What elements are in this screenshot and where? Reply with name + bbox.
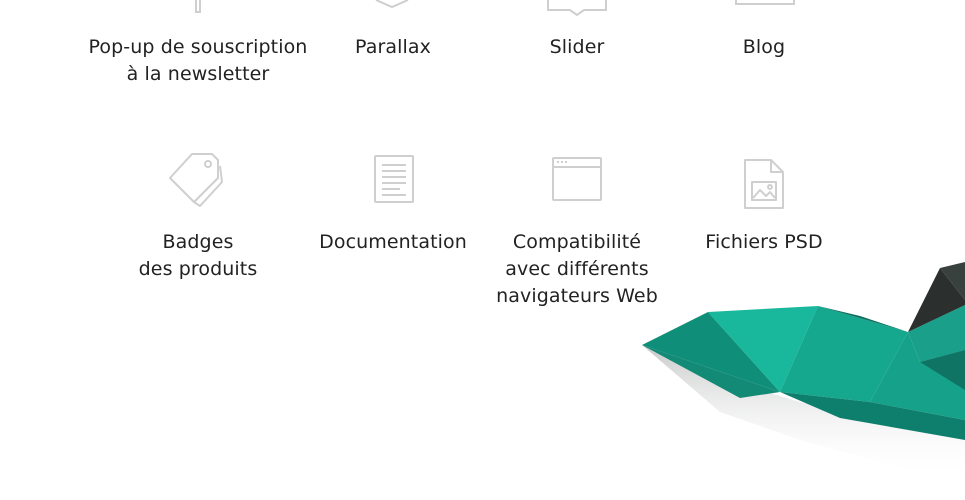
feature-psd-files: Fichiers PSD <box>674 229 854 256</box>
feature-parallax: Parallax <box>313 34 473 61</box>
feature-label: Slider <box>549 36 605 58</box>
document-icon <box>373 155 415 203</box>
feature-label: Badges des produits <box>138 231 258 280</box>
parallax-icon <box>372 0 412 10</box>
feature-browser-compatibility: Compatibilité avec différents navigateur… <box>477 229 677 310</box>
feature-blog: Blog <box>684 34 844 61</box>
feature-newsletter-popup: Pop-up de souscription à la newsletter <box>78 34 318 88</box>
image-file-icon <box>743 158 785 210</box>
feature-label: Fichiers PSD <box>705 231 823 253</box>
feature-slider: Slider <box>497 34 657 61</box>
feature-label: Pop-up de souscription à la newsletter <box>88 36 308 85</box>
browser-window-icon <box>551 156 603 202</box>
feature-label: Parallax <box>355 36 431 58</box>
feature-label: Blog <box>742 36 786 58</box>
slider-icon <box>546 0 608 16</box>
feature-documentation: Documentation <box>303 229 483 256</box>
feature-product-badges: Badges des produits <box>108 229 288 283</box>
tag-icon <box>164 152 224 210</box>
feature-label: Compatibilité avec différents navigateur… <box>496 231 658 307</box>
newsletter-popup-icon <box>188 0 208 14</box>
blog-icon <box>734 0 796 8</box>
feature-label: Documentation <box>319 231 467 253</box>
